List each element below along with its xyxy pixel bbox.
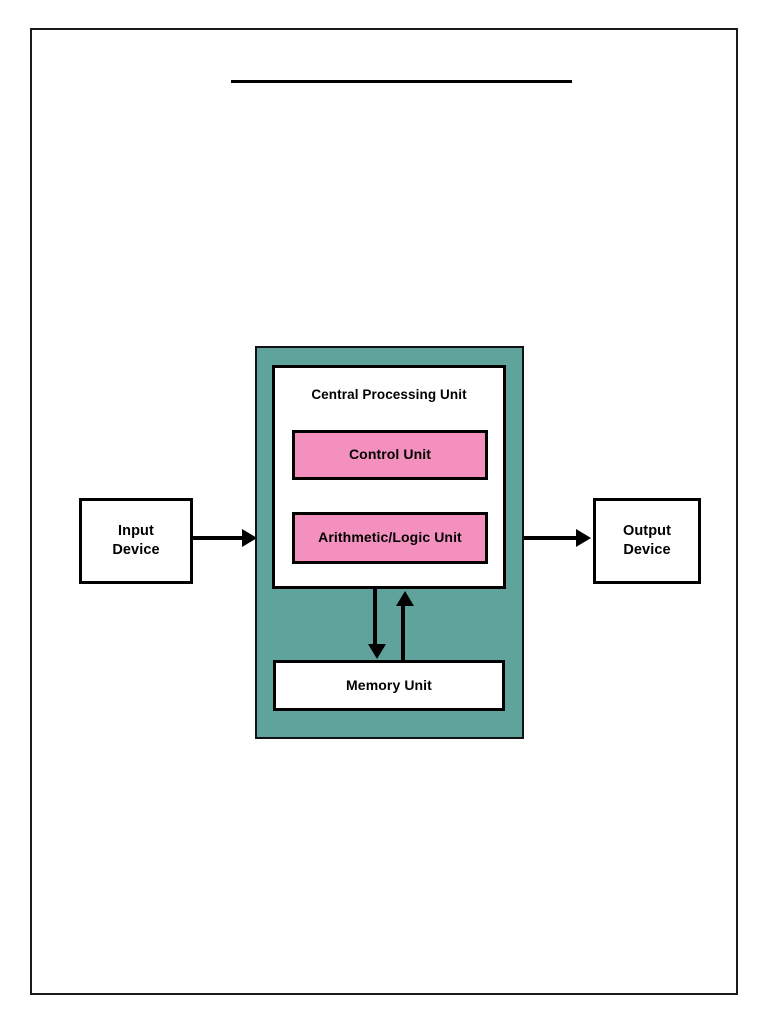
- output-device-label: Output Device: [623, 522, 671, 559]
- memory-unit-box[interactable]: Memory Unit: [273, 660, 505, 711]
- arrow-cpu-to-memory-shaft: [373, 589, 377, 645]
- input-device-label-line2: Device: [112, 542, 160, 558]
- output-device-label-line1: Output: [622, 523, 672, 540]
- arrow-cpu-to-memory-head-icon: [368, 644, 386, 659]
- arrow-cpu-to-output-shaft: [524, 536, 577, 540]
- arrow-input-to-cpu-shaft: [193, 536, 244, 540]
- control-unit-box[interactable]: Control Unit: [292, 430, 488, 480]
- control-unit-label: Control Unit: [348, 446, 432, 463]
- page-border-frame: [30, 28, 738, 995]
- input-device-label-line1: Input: [118, 523, 154, 540]
- arithmetic-logic-unit-box[interactable]: Arithmetic/Logic Unit: [292, 512, 488, 564]
- output-device-box[interactable]: Output Device: [593, 498, 701, 584]
- input-device-label: Input Device: [112, 522, 159, 559]
- cpu-title: Central Processing Unit: [311, 387, 467, 402]
- input-device-box[interactable]: Input Device: [79, 498, 193, 584]
- output-device-label-line2: Device: [623, 542, 671, 558]
- title-rule: [231, 80, 572, 83]
- arrow-memory-to-cpu-head-icon: [396, 591, 414, 606]
- arrow-cpu-to-output-head-icon: [576, 529, 591, 547]
- arrow-input-to-cpu-head-icon: [242, 529, 257, 547]
- memory-unit-label: Memory Unit: [346, 676, 432, 693]
- arrow-memory-to-cpu-shaft: [401, 606, 405, 660]
- arithmetic-logic-unit-label: Arithmetic/Logic Unit: [318, 529, 462, 546]
